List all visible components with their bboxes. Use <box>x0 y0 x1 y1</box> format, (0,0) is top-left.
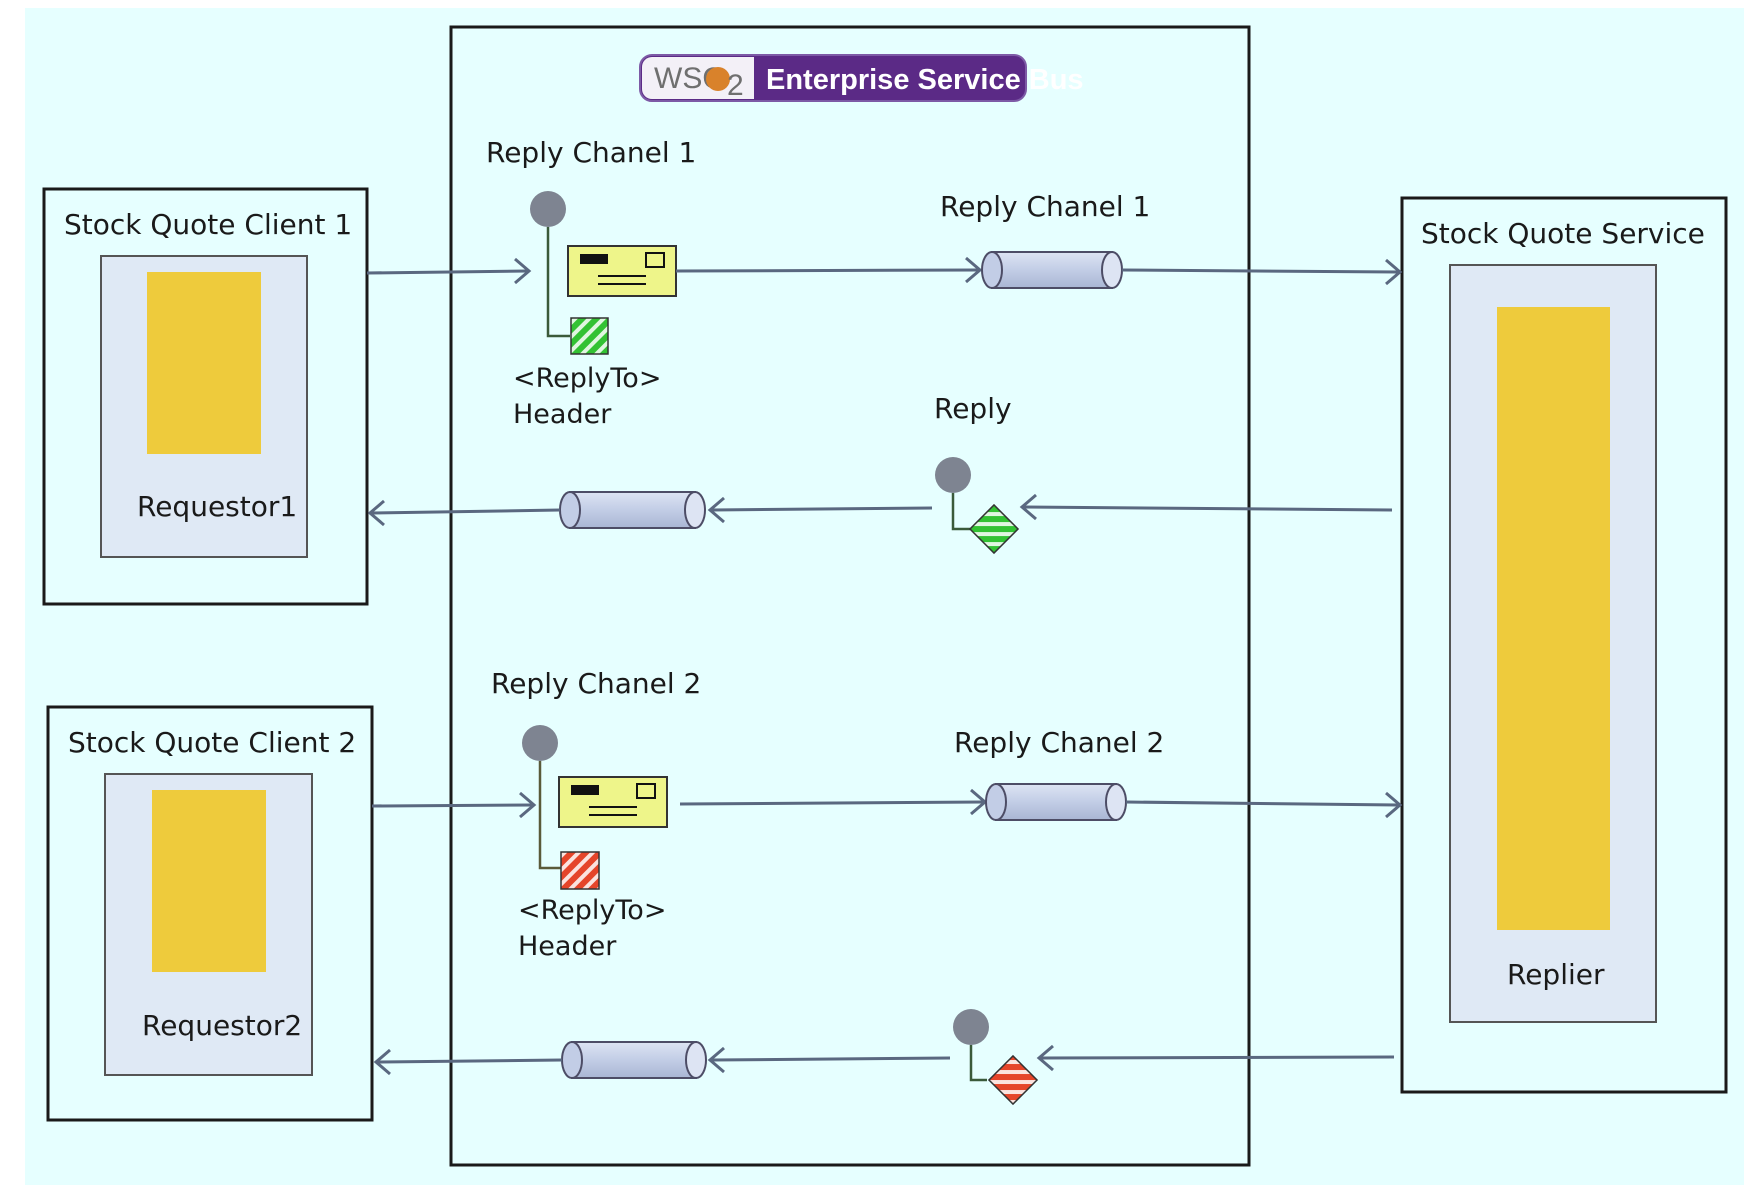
reply-channel-1-return-pipe-icon <box>559 491 706 529</box>
channel-1-label: Reply Chanel 1 <box>940 190 1150 223</box>
to-service-2-arrow <box>1125 800 1399 807</box>
reply-2-to-channel-arrowhead <box>707 1046 725 1074</box>
reply-channel-2-return-pipe-icon <box>561 1041 707 1079</box>
logo-sub-text: 2 <box>727 69 744 102</box>
requestor-1-component <box>147 272 261 454</box>
reply-2-to-client-arrowhead <box>373 1048 391 1076</box>
requestor-1-label: Requestor1 <box>137 490 297 523</box>
reply-1-incoming-arrowhead <box>1019 493 1037 521</box>
red-striped-tag-icon <box>560 851 600 890</box>
reply-1-to-client-arrow <box>371 508 561 515</box>
requestor-2-component <box>152 790 266 972</box>
reply-router-2-stem <box>969 1045 987 1082</box>
service-title: Stock Quote Service <box>1421 217 1705 250</box>
reply-router-2-node <box>953 1009 989 1045</box>
forward-1-arrowhead <box>965 256 983 284</box>
router-1-stem <box>546 227 570 338</box>
flow-1: Reply Chanel 1 <ReplyTo> Header Reply Ch… <box>366 136 1403 555</box>
reply-green-tag-icon <box>968 503 1020 555</box>
router-2-node <box>522 725 558 761</box>
to-service-1-arrowhead <box>1385 258 1403 286</box>
flow-2: Reply Chanel 2 <ReplyTo> Header Reply Ch… <box>371 667 1403 1106</box>
requestor-2-label: Requestor2 <box>142 1009 302 1042</box>
logo-orbit-icon <box>706 67 730 91</box>
stock-quote-client-2: Stock Quote Client 2 Requestor2 <box>46 705 374 1122</box>
reply-1-incoming-arrow <box>1023 505 1393 512</box>
reply-2-to-channel-arrow <box>711 1056 951 1062</box>
stock-quote-client-1: Stock Quote Client 1 Requestor1 <box>42 187 369 606</box>
wso2-esb-logo: WSO 2 Enterprise Service Bus <box>639 54 1084 102</box>
client-2-title: Stock Quote Client 2 <box>68 726 356 759</box>
request-2-arrowhead <box>519 791 537 819</box>
router-1-node <box>530 191 566 227</box>
forward-1-arrow <box>675 268 979 273</box>
to-service-1-arrow <box>1121 268 1399 274</box>
reply-router-1-node <box>935 457 971 493</box>
client-1-title: Stock Quote Client 1 <box>64 208 352 241</box>
request-1-arrowhead <box>514 257 532 285</box>
reply-2-incoming-arrow <box>1040 1055 1395 1060</box>
channel-2-label: Reply Chanel 2 <box>954 726 1164 759</box>
reply-channel-1-pipe-icon <box>981 251 1123 289</box>
header-2-line2: Header <box>518 931 617 962</box>
reply-1-to-channel-arrow <box>711 506 933 512</box>
replier-component <box>1497 307 1610 930</box>
router-2-stem <box>538 761 562 870</box>
replier-label: Replier <box>1507 958 1605 991</box>
message-1-envelope-icon <box>567 245 677 297</box>
message-2-envelope-icon <box>558 776 668 828</box>
header-1-line2: Header <box>513 399 612 430</box>
esb-panel <box>449 25 1251 1167</box>
green-striped-tag-icon <box>570 317 609 355</box>
forward-2-arrow <box>679 800 984 806</box>
reply-1-to-client-arrowhead <box>367 499 385 527</box>
router-1-label: Reply Chanel 1 <box>486 136 696 169</box>
header-2-line1: <ReplyTo> <box>518 895 666 926</box>
reply-red-tag-icon <box>987 1054 1039 1106</box>
header-1-line1: <ReplyTo> <box>513 363 661 394</box>
reply-2-to-client-arrow <box>377 1058 563 1064</box>
request-1-arrow <box>366 269 528 275</box>
to-service-2-arrowhead <box>1385 791 1403 819</box>
router-2-label: Reply Chanel 2 <box>491 667 701 700</box>
stock-quote-service: Stock Quote Service Replier <box>1400 196 1728 1094</box>
reply-2-incoming-arrowhead <box>1036 1044 1054 1072</box>
reply-channel-2-pipe-icon <box>985 783 1127 821</box>
reply-1-to-channel-arrowhead <box>707 496 725 524</box>
reply-router-1-stem <box>951 493 970 531</box>
request-2-arrow <box>371 803 533 808</box>
logo-title-text: Enterprise Service Bus <box>766 64 1084 96</box>
reply-label: Reply <box>934 392 1012 425</box>
